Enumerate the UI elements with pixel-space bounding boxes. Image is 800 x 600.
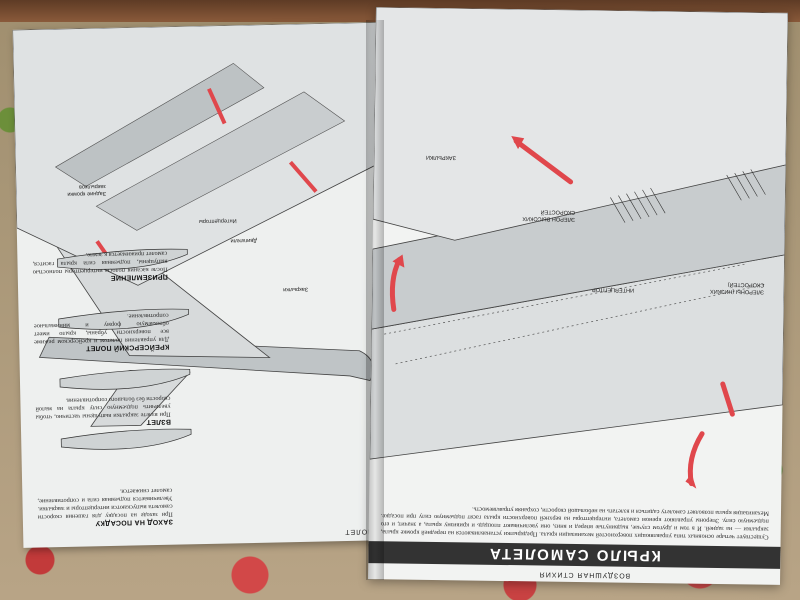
right-page: ВОЗДУШНАЯ СТИХИЯ КРЫЛО САМОЛЕТА Существу… xyxy=(368,7,788,585)
book-gutter xyxy=(366,20,384,580)
wing-mechanism-diagram xyxy=(369,7,788,489)
label-high-speed-aileron: ЭЛЕРОН ВЫСОКИХ СКОРОСТЕЙ xyxy=(522,208,576,222)
label-flaps: ЗАКРЫЛКИ xyxy=(425,153,456,161)
section-text: Для управления полетом и крейсерском реж… xyxy=(33,311,170,346)
section-text: После касания полосы интерцепторы полнос… xyxy=(32,249,168,276)
label-spoiler: ИНТЕРЦЕПТОР xyxy=(591,286,635,293)
label-ailerons: ЭЛЕРОНЫ (НИЗКИХ СКОРОСТЕЙ) xyxy=(709,281,765,295)
label-engines: Двигатели xyxy=(230,236,258,244)
section-text: При заходе на посадку для гашения скорос… xyxy=(37,486,173,521)
label-spoilers: Интерцепторы xyxy=(198,217,237,225)
airplane-wing-diagram xyxy=(12,22,386,450)
section-text: При взлете закрылки выпущены частично, ч… xyxy=(35,394,171,421)
label-flaps: Закрылки xyxy=(283,285,309,293)
label-rear-flaps: Задние кромки закрылков xyxy=(67,183,107,197)
left-page: ПОЛЕТ 103 xyxy=(12,22,394,548)
